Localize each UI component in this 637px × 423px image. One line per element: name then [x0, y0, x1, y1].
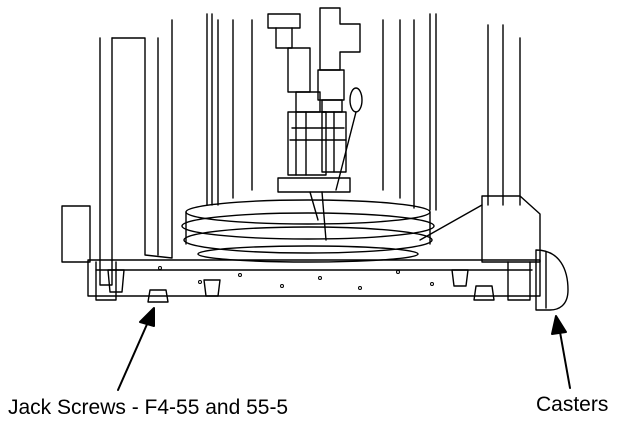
base-holes	[158, 266, 434, 290]
frame-posts	[99, 13, 521, 286]
pump-assembly	[267, 7, 363, 241]
drum-platen	[181, 199, 435, 263]
casters-label: Casters	[536, 393, 609, 416]
jack-screws	[107, 269, 495, 303]
leader-arrows	[117, 307, 571, 391]
jack-screws-label: Jack Screws - F4-55 and 55-5	[8, 396, 289, 419]
caster-wheels	[95, 249, 569, 311]
